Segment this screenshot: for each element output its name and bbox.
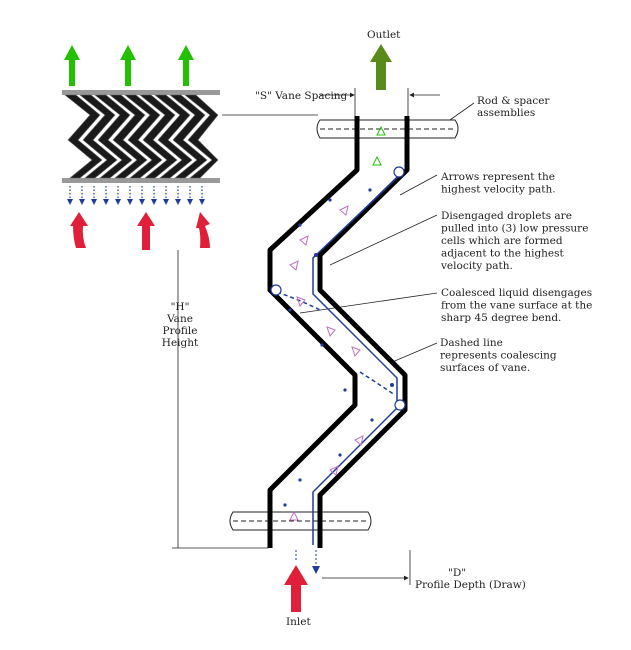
outlet-arrow: [370, 44, 392, 90]
velocity-arrows: [289, 205, 364, 521]
green-flow-arrows: [372, 125, 386, 166]
pressure-cells: [270, 166, 406, 411]
vane-spacing-label: "S" Vane Spacing: [255, 90, 348, 102]
green-outlet-arrows: [64, 45, 194, 86]
rod-spacer-bottom: [229, 511, 372, 531]
red-inlet-arrows: [70, 212, 210, 250]
depth-label: "D"Profile Depth (Draw): [415, 567, 526, 591]
left-vane-wall: [267, 116, 360, 548]
vane-pack-illustration: [62, 45, 220, 250]
inlet-label: Inlet: [286, 616, 311, 628]
dimension-lines: [172, 88, 475, 585]
coalescing-surface-dashed: [276, 174, 401, 545]
blue-droplet-arrows: [67, 186, 205, 205]
droplets: [283, 188, 394, 507]
inlet-droplet-arrows: [295, 550, 320, 574]
rod-spacer-top: [316, 119, 459, 139]
right-vane-wall: [317, 116, 410, 548]
inlet-arrow: [284, 565, 308, 612]
outlet-label: Outlet: [367, 29, 401, 41]
vane-channel: [267, 116, 410, 548]
vane-stack: [64, 94, 219, 179]
